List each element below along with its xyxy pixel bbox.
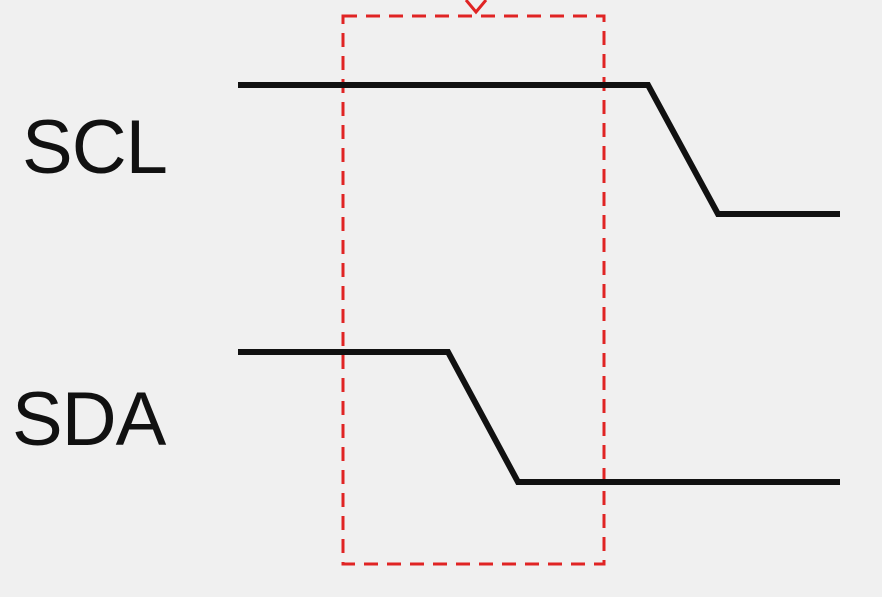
scl-label: SCL xyxy=(22,105,168,190)
scl-waveform xyxy=(238,82,840,217)
sda-label: SDA xyxy=(12,377,166,462)
highlight-box xyxy=(341,14,606,566)
sda-waveform xyxy=(238,349,840,485)
arrow-tip xyxy=(464,0,488,15)
